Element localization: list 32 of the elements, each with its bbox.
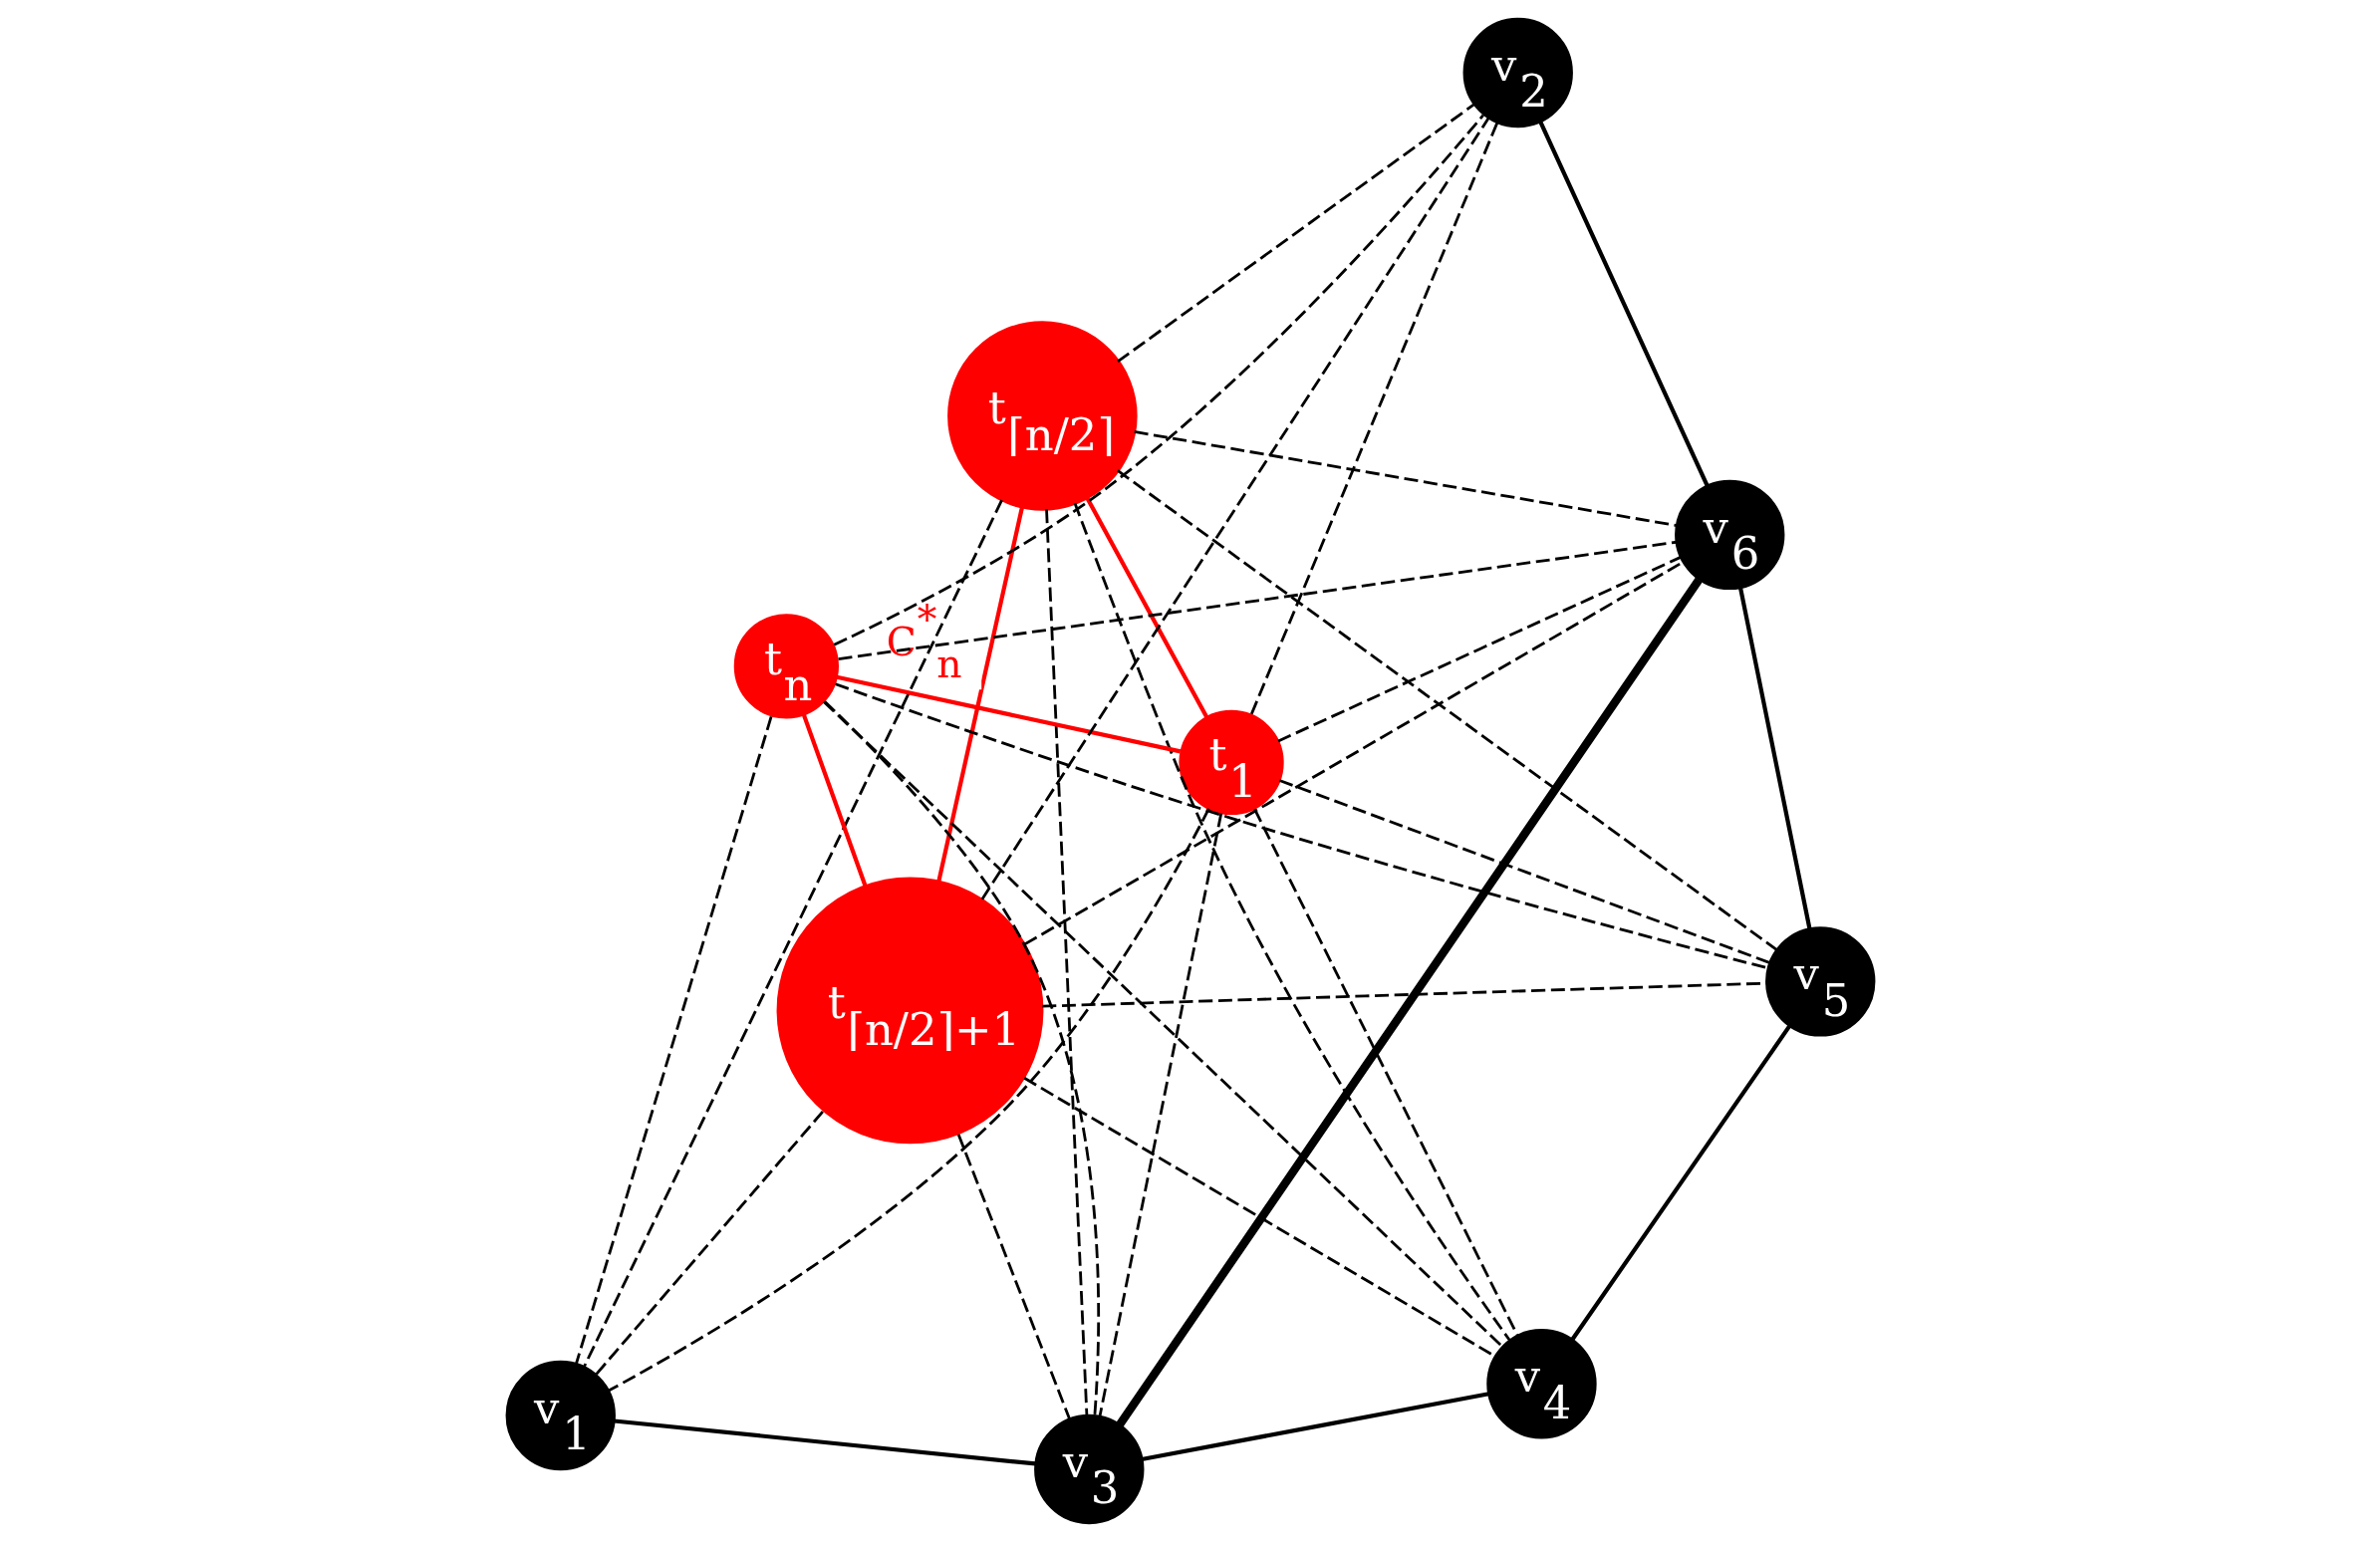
connector	[1098, 813, 1222, 1416]
connector	[607, 808, 1210, 1393]
connector	[801, 713, 867, 887]
connector	[823, 700, 1100, 1416]
connector	[1041, 981, 1766, 1008]
connector	[574, 715, 772, 1366]
connector	[594, 1111, 824, 1376]
connector	[1084, 496, 1208, 718]
connector	[837, 540, 1677, 660]
connector	[1116, 103, 1475, 364]
connector	[1133, 430, 1677, 528]
connector	[980, 118, 1489, 900]
connector	[1570, 1024, 1791, 1341]
connector	[1249, 122, 1498, 715]
connector	[1073, 502, 1511, 1342]
connector	[1277, 555, 1682, 743]
connector	[613, 1418, 1036, 1466]
connector	[1278, 779, 1770, 964]
connector	[956, 1134, 1071, 1419]
connector	[1141, 1392, 1489, 1462]
connector	[834, 682, 1768, 970]
connector	[1116, 469, 1777, 951]
connector	[1737, 587, 1811, 929]
connector	[1537, 121, 1710, 487]
connector	[836, 674, 1181, 754]
connector	[1116, 577, 1703, 1427]
connector	[833, 114, 1484, 646]
connector	[1044, 509, 1088, 1415]
connector	[935, 506, 1024, 883]
connector	[1252, 808, 1519, 1337]
connector	[582, 499, 1003, 1368]
connector	[822, 700, 1503, 1348]
